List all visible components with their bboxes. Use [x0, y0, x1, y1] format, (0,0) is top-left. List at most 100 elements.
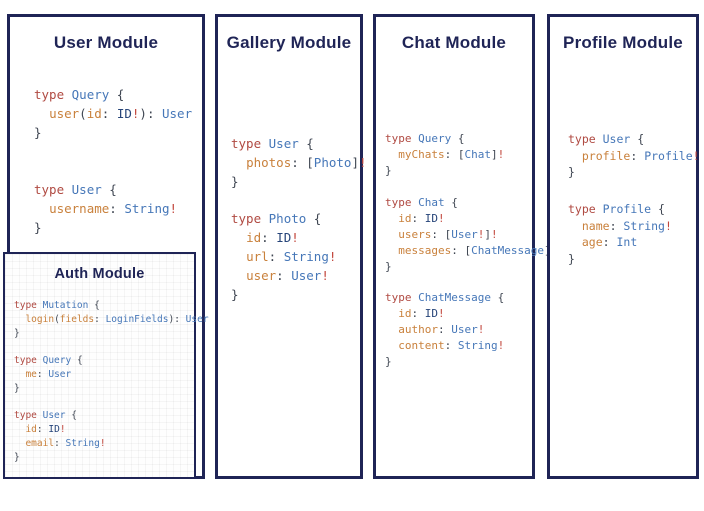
token-bang: !	[328, 249, 337, 264]
token-bang: !	[59, 424, 66, 435]
token-bang: !	[169, 201, 178, 216]
token-type-name: Chat	[418, 196, 452, 209]
token-field-name: fields	[59, 314, 95, 325]
code-line: type Chat {	[385, 195, 557, 211]
token-type-name: Query	[418, 132, 458, 145]
code-line: }	[568, 164, 700, 181]
code-line: type User {	[14, 409, 106, 423]
token-field-name: content	[398, 339, 445, 352]
token-field-name: messages	[398, 244, 452, 257]
token-keyword: type	[385, 132, 419, 145]
token-type-name: User	[185, 314, 209, 325]
panel-title-gallery-module: Gallery Module	[226, 33, 352, 52]
token-punctuation: :	[444, 339, 458, 352]
token-type-name: User	[451, 323, 478, 336]
token-punctuation: ]	[490, 148, 498, 161]
token-type-name: String	[283, 249, 329, 264]
token-scalar: ID	[424, 307, 438, 320]
token-punctuation	[568, 235, 582, 249]
token-punctuation: {	[116, 87, 125, 102]
token-field-name: name	[581, 218, 610, 233]
token-scalar: ID	[276, 230, 292, 245]
code-line: id: ID!	[231, 228, 336, 247]
token-bang: !	[477, 323, 485, 336]
code-line: photos: [Photo]!	[231, 153, 367, 172]
token-punctuation: {	[94, 300, 100, 311]
token-punctuation: : [	[451, 244, 472, 257]
token-scalar: ID	[48, 424, 60, 435]
token-punctuation: :	[630, 148, 645, 163]
code-line: type Mutation {	[14, 299, 209, 313]
code-line: profile: Profile!	[568, 148, 700, 165]
token-punctuation: {	[76, 355, 83, 366]
token-bang: !	[291, 230, 299, 245]
token-punctuation	[14, 438, 25, 449]
code-line: type User {	[231, 134, 367, 153]
token-punctuation: : [	[291, 155, 314, 170]
token-punctuation	[385, 148, 398, 161]
token-punctuation	[385, 323, 398, 336]
token-keyword: type	[568, 202, 603, 216]
token-punctuation: :	[411, 307, 425, 320]
token-punctuation	[231, 268, 246, 283]
token-punctuation: :	[268, 249, 284, 264]
token-type-name: ChatMessage	[471, 244, 544, 257]
token-punctuation: :	[36, 369, 49, 380]
code-line: age: Int	[568, 234, 672, 251]
token-punctuation: ):	[168, 314, 186, 325]
token-bang: !	[358, 155, 367, 170]
token-type-name: LoginFields	[105, 314, 169, 325]
token-type-name: Mutation	[42, 300, 95, 311]
panel-title-profile-module: Profile Module	[563, 33, 683, 52]
code-line: id: ID!	[385, 306, 504, 322]
token-field-name: profile	[581, 148, 631, 163]
code-line: id: ID!	[385, 211, 557, 227]
token-punctuation	[34, 106, 49, 121]
token-keyword: type	[385, 196, 419, 209]
token-type-name: String	[457, 339, 498, 352]
code-line: }	[231, 172, 367, 191]
token-punctuation	[385, 339, 398, 352]
code-block-auth-query: type Query { me: User}	[14, 354, 83, 396]
token-punctuation: {	[306, 136, 314, 151]
token-scalar: ID	[116, 106, 132, 121]
token-punctuation: {	[457, 132, 465, 145]
token-punctuation: :	[609, 218, 624, 233]
code-line: }	[385, 259, 557, 275]
token-type-name: User	[268, 136, 307, 151]
code-line: type Query {	[14, 354, 83, 368]
token-punctuation	[231, 155, 246, 170]
token-field-name: email	[25, 438, 55, 449]
code-block-gallery-user: type User { photos: [Photo]!}	[231, 134, 367, 191]
token-punctuation: : [	[444, 148, 465, 161]
token-type-name: String	[623, 218, 665, 233]
code-block-profile-profile: type Profile { name: String! age: Int}	[568, 201, 672, 267]
token-punctuation	[231, 230, 246, 245]
token-punctuation: {	[313, 211, 322, 226]
token-keyword: type	[34, 87, 72, 102]
code-line: users: [User!]!	[385, 227, 557, 243]
token-type-name: Profile	[644, 148, 693, 163]
token-field-name: photos	[246, 155, 292, 170]
token-field-name: user	[49, 106, 80, 121]
token-punctuation: ]	[484, 228, 491, 241]
code-line: me: User	[14, 368, 83, 382]
token-punctuation: {	[71, 410, 77, 421]
code-line: name: String!	[568, 218, 672, 235]
code-block-auth-mutation: type Mutation { login(fields: LoginField…	[14, 299, 209, 341]
panel-title-auth-module: Auth Module	[54, 266, 145, 282]
token-type-name: Query	[71, 87, 117, 102]
token-type-name: User	[42, 410, 72, 421]
code-line: type Query {	[385, 131, 504, 147]
token-type-name: Query	[42, 355, 77, 366]
token-bang: !	[491, 228, 498, 241]
token-bang: !	[664, 218, 672, 233]
code-line: type Profile {	[568, 201, 672, 218]
token-keyword: type	[34, 182, 72, 197]
code-line: }	[568, 251, 672, 268]
code-line: }	[231, 285, 336, 304]
token-keyword: type	[14, 410, 43, 421]
token-punctuation: }	[568, 251, 575, 266]
code-line: }	[34, 123, 192, 142]
